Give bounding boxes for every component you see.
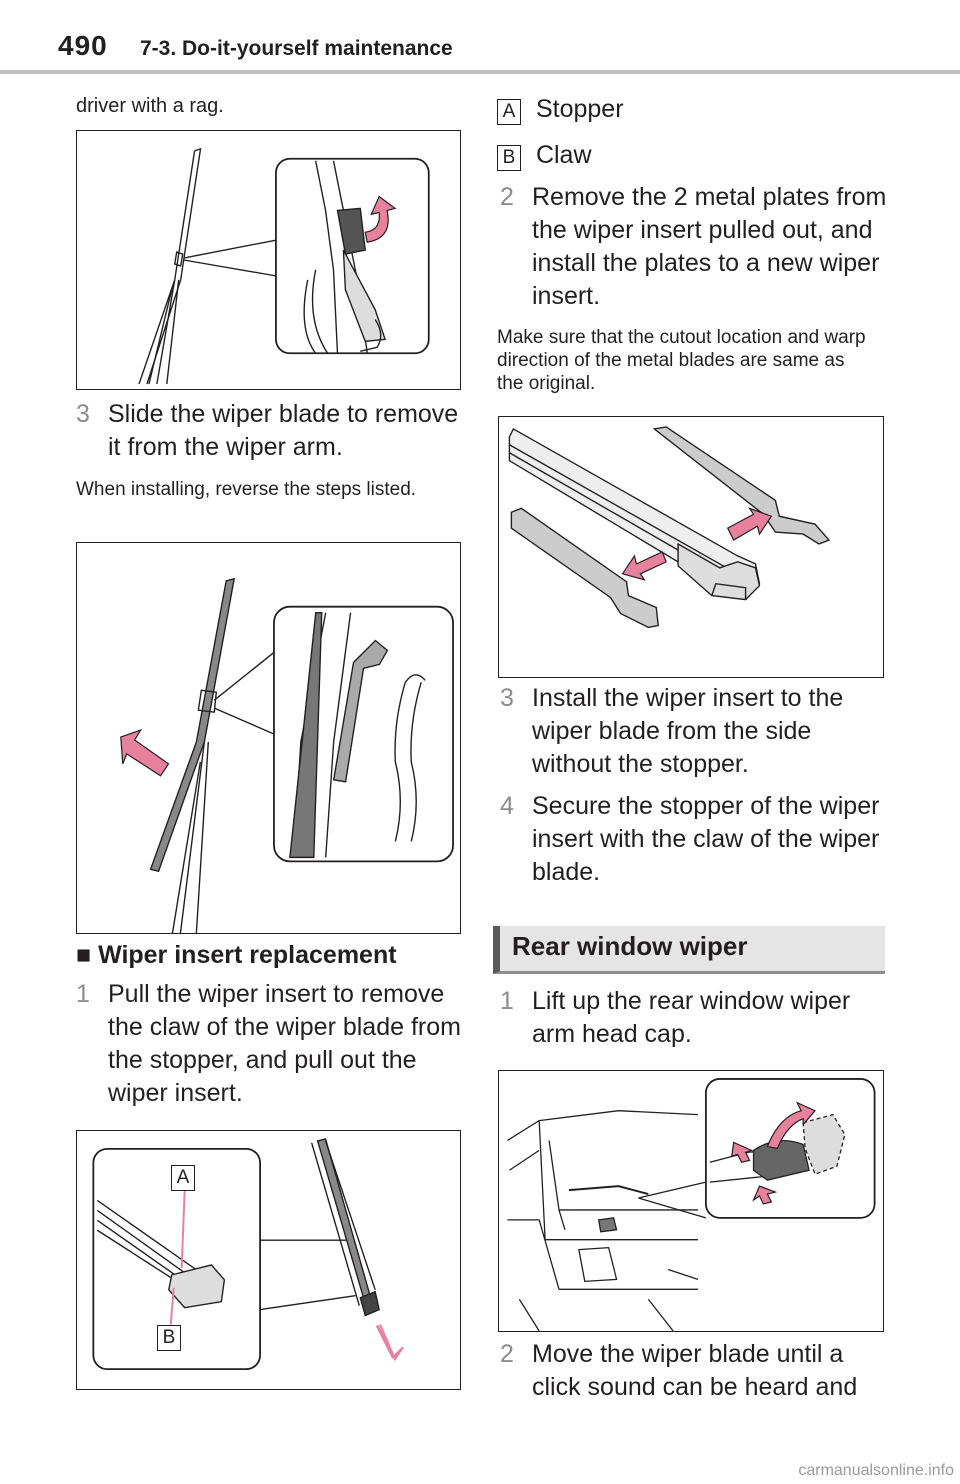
step-2-metal-plates: 2 Remove the 2 metal plates from the wip…: [500, 183, 887, 310]
label-b: B: [157, 1325, 181, 1351]
lift-cap-arrow-icon: [766, 1101, 817, 1150]
legend-stopper: A Stopper: [497, 93, 624, 126]
legend-claw: B Claw: [497, 139, 592, 172]
slide-blade-illustration: [120, 577, 454, 933]
step-1-pull-insert: 1 Pull the wiper insert to remove the cl…: [76, 980, 461, 1107]
wiper-clip-illustration: [138, 147, 430, 385]
figure-wiper-clip: [76, 130, 461, 390]
right-arrow-icon: [726, 507, 773, 541]
pointer-b-line: [169, 1287, 175, 1325]
section-title: 7-3. Do-it-yourself maintenance: [140, 37, 453, 60]
slide-arrow-icon: [120, 728, 170, 777]
intro-text: driver with a rag.: [76, 95, 224, 117]
left-arrow-icon: [621, 551, 667, 581]
page-number: 490: [58, 30, 108, 61]
rear-step-2-move-blade: 2 Move the wiper blade until a click sou…: [500, 1340, 858, 1401]
metal-blades-note: Make sure that the cutout location and w…: [497, 327, 866, 394]
legend-key-a: A: [497, 99, 521, 125]
label-a: A: [171, 1165, 195, 1191]
square-bullet-icon: ■: [76, 941, 92, 969]
insert-stopper-illustration: [92, 1138, 404, 1371]
rear-wiper-illustration: [507, 1078, 876, 1331]
legend-key-b: B: [497, 145, 521, 171]
figure-insert-stopper: A B: [76, 1130, 461, 1390]
figure-slide-blade: [76, 542, 461, 934]
rear-step-1-lift-cap: 1 Lift up the rear window wiper arm head…: [500, 987, 851, 1048]
figure-metal-plates: [498, 416, 884, 678]
figure-rear-wiper: [498, 1070, 884, 1332]
rear-wiper-banner: Rear window wiper: [493, 926, 885, 974]
banner-title: Rear window wiper: [512, 931, 748, 961]
wiper-insert-heading: ■ Wiper insert replacement: [76, 941, 397, 969]
small-up-arrow-icon: [730, 1141, 754, 1163]
small-down-arrow-icon: [752, 1185, 778, 1205]
pointer-a-line: [180, 1190, 186, 1268]
step-4-secure-stopper: 4 Secure the stopper of the wiper insert…: [500, 792, 880, 886]
watermark: carmanualsonline.info: [798, 1462, 954, 1479]
up-arrow-icon: [364, 195, 397, 243]
step-3-slide-blade: 3 Slide the wiper blade to remove it fro…: [76, 400, 459, 461]
header-rule: [0, 70, 960, 74]
install-note: When installing, reverse the steps liste…: [76, 479, 417, 500]
step-3-install-insert: 3 Install the wiper insert to the wiper …: [500, 684, 844, 778]
metal-plates-illustration: [508, 426, 831, 629]
